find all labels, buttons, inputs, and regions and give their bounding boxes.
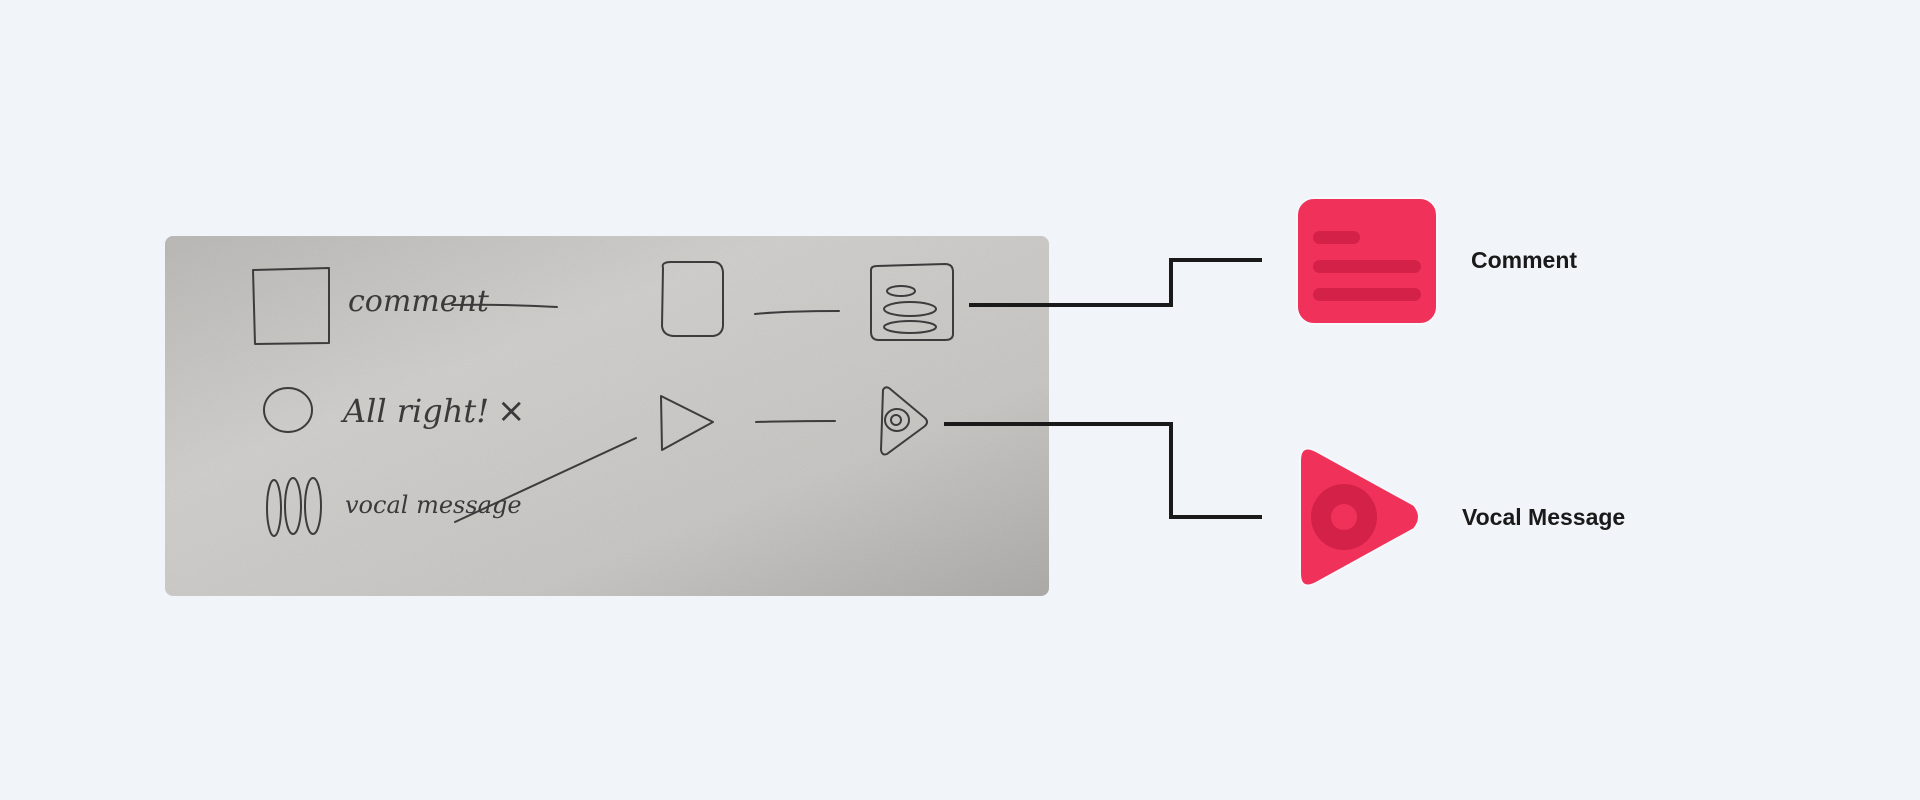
sketch-drawing: comment All right! × vocal message (165, 236, 1049, 596)
sketch-oval-3 (304, 477, 322, 535)
sketch-diagonal-line (454, 437, 637, 523)
connector-vocal-message (944, 422, 1262, 519)
sketch-line-row2 (755, 420, 836, 423)
vocal-message-icon (1298, 441, 1424, 593)
sketch-play-triangle (660, 395, 714, 451)
sketch-comment-line-1 (886, 285, 916, 297)
sketch-line-row1-a (451, 303, 558, 308)
sketch-comment-line-2 (883, 301, 937, 317)
sketch-text-x-mark: × (497, 391, 526, 431)
sketch-text-vocal-message: vocal message (345, 491, 522, 519)
sketch-vocal-inner-circle (890, 414, 902, 426)
sketch-photo: comment All right! × vocal message (165, 236, 1049, 596)
sketch-vocal-outer-circle (884, 408, 910, 432)
connector-comment (969, 258, 1262, 307)
sketch-comment-line-3 (883, 320, 937, 334)
comment-label: Comment (1471, 247, 1578, 273)
sketch-oval-2 (284, 477, 302, 535)
sketch-oval-1 (266, 479, 282, 537)
sketch-comment-bubble (870, 263, 954, 341)
sketch-line-row1-b (754, 310, 840, 315)
sketch-text-comment: comment (348, 284, 490, 319)
sketch-text-all-right: All right! (340, 392, 489, 430)
vocal-message-label: Vocal Message (1462, 504, 1626, 530)
sketch-square (252, 267, 330, 345)
sketch-rounded-square (661, 261, 724, 337)
comment-icon (1296, 197, 1438, 325)
sketch-circle (263, 387, 313, 433)
sketch-vocal-triangle (880, 386, 928, 456)
